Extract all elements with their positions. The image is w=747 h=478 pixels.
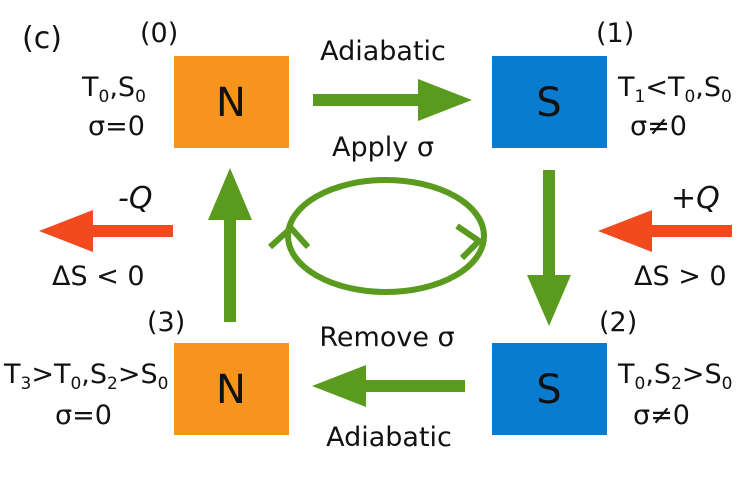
arrow-2-to-3 [312,365,465,407]
heat-in-label: +Q [671,181,720,216]
state-3-normal-box [174,343,289,435]
state-0-letter: N [216,80,246,126]
cycle-loop-icon [267,177,487,295]
state-0-sigma: σ=0 [88,111,145,142]
heat-out-arrow [39,210,173,252]
state-3-sigma: σ=0 [55,400,112,431]
arrow-1-to-2 [527,170,571,326]
state-1-letter: S [536,80,561,126]
state-2-conditions: T0,S2>S0 [617,359,732,394]
state-0-conditions: T0,S0 [81,72,146,107]
state-2-index: (2) [599,307,637,338]
arrow-0-to-1 [313,79,472,121]
remove-sigma-label: Remove σ [319,322,454,353]
state-3-index: (3) [147,307,185,338]
arrow-3-to-0 [208,168,252,322]
top-transition-label: Adiabatic [320,36,446,67]
state-2-superconducting-box [492,343,607,435]
state-2-letter: S [536,367,561,413]
state-2-sigma: σ≠0 [633,400,690,431]
state-1-sigma: σ≠0 [630,111,687,142]
state-1-index: (1) [596,18,634,49]
bottom-transition-label: Adiabatic [326,422,452,453]
state-1-superconducting-box [492,56,607,148]
state-0-index: (0) [140,18,178,49]
entropy-decrease-label: ΔS < 0 [52,261,145,292]
apply-sigma-label: Apply σ [332,132,434,163]
panel-label: (c) [22,21,62,56]
state-1-conditions: T1<T0,S0 [617,72,732,107]
state-3-letter: N [216,367,246,413]
state-3-conditions: T3>T0,S2>S0 [3,359,168,394]
state-0-normal-box [174,56,289,148]
entropy-increase-label: ΔS > 0 [634,261,727,292]
heat-out-label: -Q [118,181,152,216]
heat-in-arrow [598,210,732,252]
